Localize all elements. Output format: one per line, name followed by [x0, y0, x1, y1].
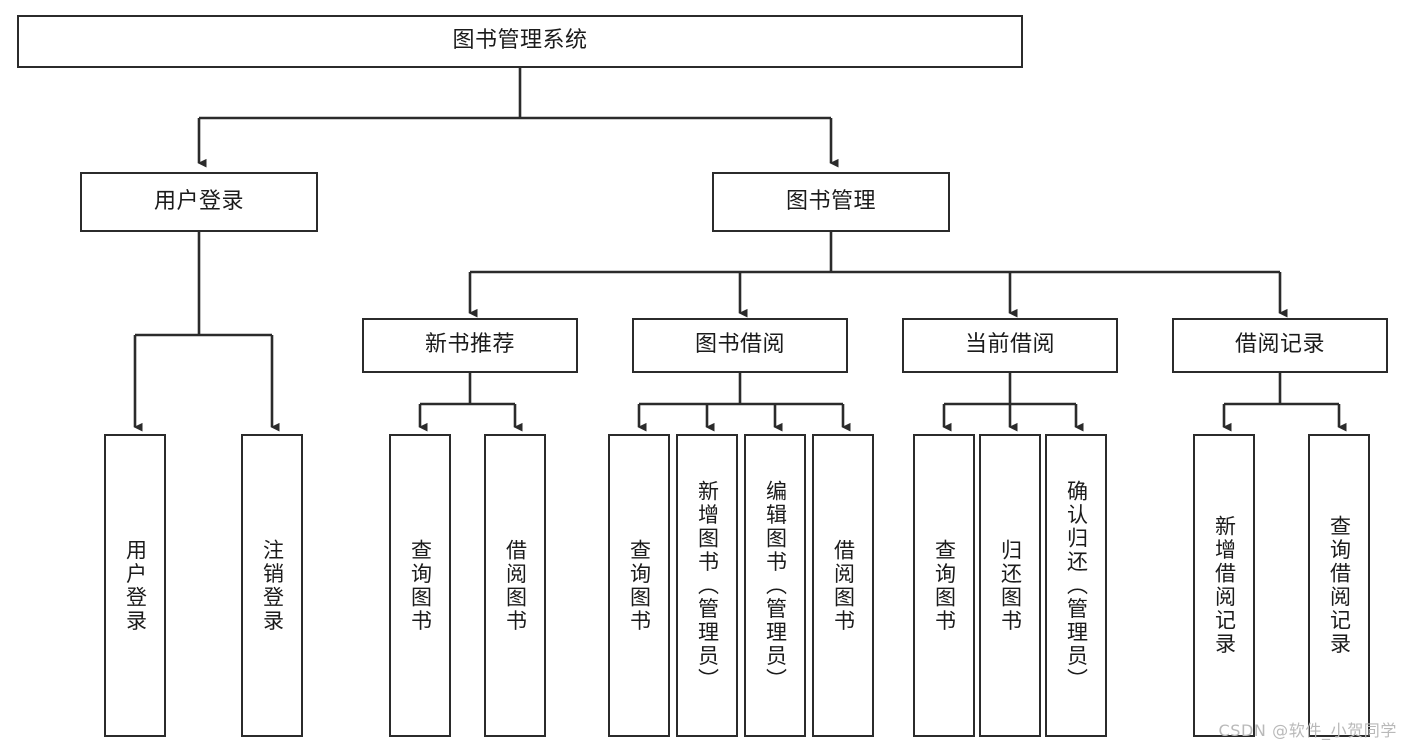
node-leaf-user-login[interactable]: 用户登录 [104, 434, 166, 737]
node-leaf-query-book-2[interactable]: 查询图书 [608, 434, 670, 737]
node-leaf-return-book-label: 归还图书 [998, 538, 1023, 633]
node-current-borrow-label: 当前借阅 [964, 332, 1055, 358]
node-leaf-borrow-book-1[interactable]: 借阅图书 [484, 434, 546, 737]
node-leaf-query-book-3-label: 查询图书 [932, 538, 957, 633]
node-leaf-user-login-label: 用户登录 [123, 538, 148, 633]
node-root[interactable]: 图书管理系统 [17, 15, 1023, 68]
node-leaf-query-borrow-record[interactable]: 查询借阅记录 [1308, 434, 1370, 737]
node-book-manage[interactable]: 图书管理 [712, 172, 950, 232]
csdn-watermark: CSDN @软件_小贺同学 [1218, 721, 1397, 740]
node-book-borrow-label: 图书借阅 [694, 332, 785, 358]
node-borrow-record-label: 借阅记录 [1234, 332, 1325, 358]
node-new-book-recommend[interactable]: 新书推荐 [362, 318, 578, 373]
node-root-label: 图书管理系统 [452, 28, 588, 54]
node-new-book-recommend-label: 新书推荐 [424, 332, 515, 358]
node-user-login[interactable]: 用户登录 [80, 172, 318, 232]
node-leaf-edit-book-label: 编辑图书（管理员） [763, 479, 788, 692]
node-leaf-query-book-3[interactable]: 查询图书 [913, 434, 975, 737]
node-leaf-borrow-book-2[interactable]: 借阅图书 [812, 434, 874, 737]
node-leaf-confirm-return-label: 确认归还（管理员） [1064, 479, 1089, 692]
node-leaf-query-book-2-label: 查询图书 [627, 538, 652, 633]
node-current-borrow[interactable]: 当前借阅 [902, 318, 1118, 373]
node-leaf-edit-book[interactable]: 编辑图书（管理员） [744, 434, 806, 737]
node-borrow-record[interactable]: 借阅记录 [1172, 318, 1388, 373]
node-leaf-confirm-return[interactable]: 确认归还（管理员） [1045, 434, 1107, 737]
node-book-manage-label: 图书管理 [785, 188, 876, 214]
node-leaf-return-book[interactable]: 归还图书 [979, 434, 1041, 737]
node-leaf-logout-login-label: 注销登录 [260, 538, 285, 633]
node-leaf-add-borrow-record-label: 新增借阅记录 [1212, 515, 1237, 656]
node-leaf-add-book-label: 新增图书（管理员） [695, 479, 720, 692]
node-leaf-query-book-1[interactable]: 查询图书 [389, 434, 451, 737]
node-leaf-add-book[interactable]: 新增图书（管理员） [676, 434, 738, 737]
node-user-login-label: 用户登录 [153, 188, 244, 214]
node-leaf-logout-login[interactable]: 注销登录 [241, 434, 303, 737]
node-book-borrow[interactable]: 图书借阅 [632, 318, 848, 373]
node-leaf-query-book-1-label: 查询图书 [408, 538, 433, 633]
node-leaf-borrow-book-1-label: 借阅图书 [503, 538, 528, 633]
node-leaf-borrow-book-2-label: 借阅图书 [831, 538, 856, 633]
node-leaf-query-borrow-record-label: 查询借阅记录 [1327, 515, 1352, 656]
node-leaf-add-borrow-record[interactable]: 新增借阅记录 [1193, 434, 1255, 737]
